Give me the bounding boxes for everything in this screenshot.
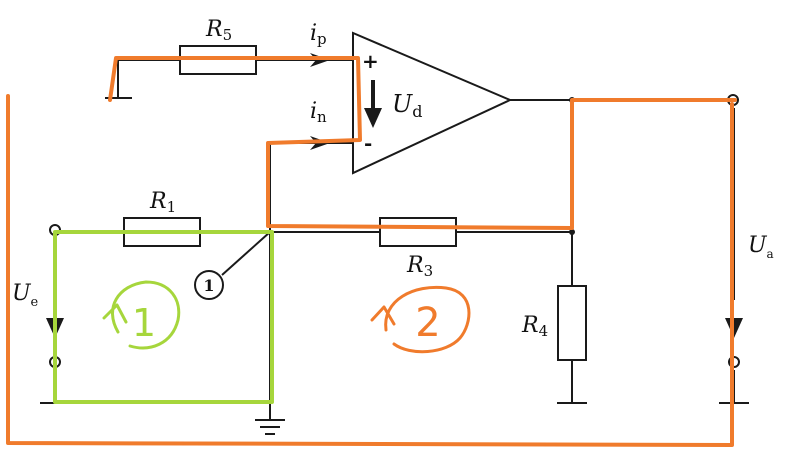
node-bubble — [194, 270, 224, 300]
svg-text:Ue: Ue — [12, 281, 39, 310]
loop1-number: 1 — [132, 301, 156, 345]
loop1-arrow-icon — [102, 303, 128, 324]
r5-sub: 5 — [223, 26, 233, 44]
svg-text:ip: ip — [310, 21, 327, 48]
r1-sub: 1 — [167, 198, 177, 216]
ua-label: U — [748, 233, 768, 258]
r4-sub: 4 — [539, 322, 549, 340]
ud-sub: d — [412, 102, 422, 121]
plus-sign: + — [362, 49, 379, 73]
r3-label: R — [406, 253, 424, 278]
ua-sub: a — [767, 247, 774, 261]
r4-label: R — [521, 313, 539, 338]
r5-label: R — [205, 17, 223, 42]
in-sub: n — [317, 108, 327, 126]
ue-label: U — [12, 281, 32, 306]
component-labels: R5 R1 R3 R4 ip in Ud + - Ue Ua — [12, 17, 774, 340]
ip-sub: p — [317, 30, 327, 48]
r1-label: R — [149, 189, 167, 214]
loop2-arrow-icon — [370, 305, 396, 326]
ud-label: U — [392, 90, 413, 118]
svg-text:R5: R5 — [205, 17, 232, 44]
ue-sub: e — [31, 295, 39, 310]
svg-text:R1: R1 — [149, 189, 176, 216]
loop2-indicator: 2 — [370, 285, 471, 354]
svg-text:Ua: Ua — [748, 233, 774, 261]
svg-text:R3: R3 — [406, 253, 433, 280]
node-label: 1 — [203, 276, 214, 295]
r3-sub: 3 — [424, 262, 434, 280]
in-label: i — [310, 99, 317, 124]
loop2-number: 2 — [415, 300, 440, 346]
resistor-r3 — [379, 217, 457, 247]
svg-text:Ud: Ud — [392, 90, 422, 121]
r3-r4-junction-dot — [569, 229, 575, 235]
resistor-r4 — [557, 285, 587, 361]
svg-text:R4: R4 — [521, 313, 548, 340]
ud-arrow-icon — [364, 108, 382, 128]
minus-sign: - — [364, 131, 372, 155]
svg-text:in: in — [310, 99, 327, 126]
loop2-path — [6, 56, 737, 447]
loop1-path — [53, 230, 274, 404]
loop1-indicator: 1 — [102, 280, 181, 350]
ip-label: i — [310, 21, 317, 46]
opamp-triangle — [352, 31, 513, 175]
